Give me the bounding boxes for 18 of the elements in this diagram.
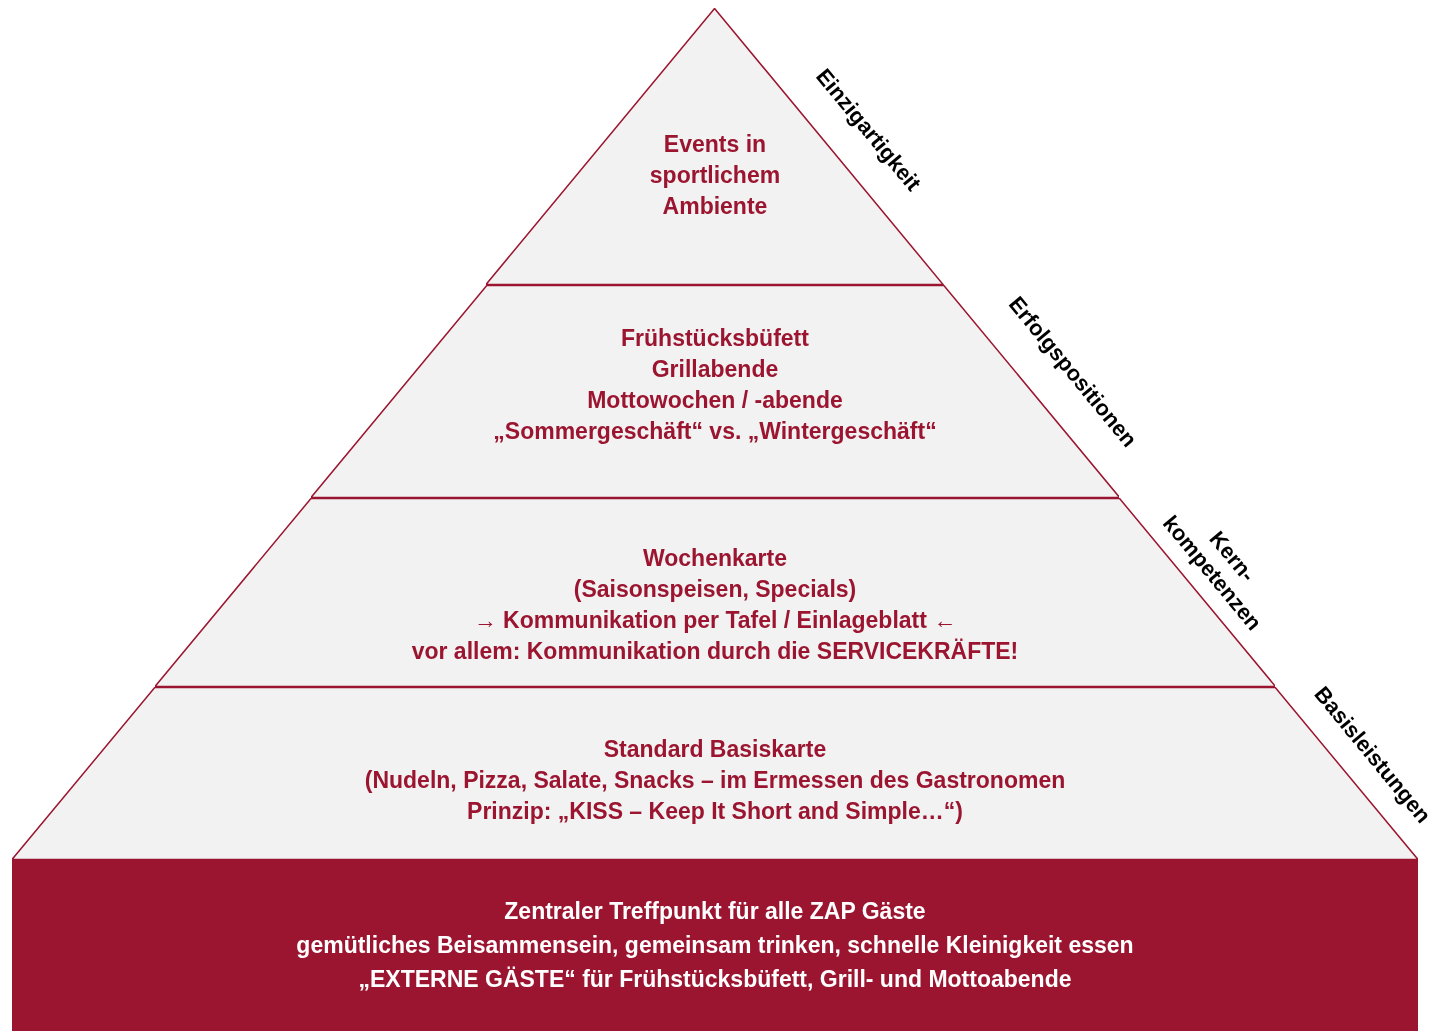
layer-text: Standard Basiskarte [603, 734, 827, 764]
pyramid-layer [154, 498, 1276, 687]
layer-text: Mottowochen / -abende [587, 386, 843, 415]
layer-text: „Sommergeschäft“ vs. „Wintergeschäft“ [493, 417, 937, 446]
layer-text: (Saisonspeisen, Specials) [573, 575, 857, 604]
layer-text: Wochenkarte [642, 544, 787, 573]
layer-text: Frühstücksbüfett [621, 324, 809, 353]
layer-text: „EXTERNE GÄSTE“ für Frühstücksbüfett, Grill- und Mottoabende [358, 965, 1072, 994]
layer-text: gemütliches Beisammensein, gemeinsam trinken, schnelle Kleinigkeit essen [296, 931, 1134, 960]
layer-text: → Kommunikation per Tafel / Einlageblatt ← [473, 606, 957, 635]
layer-text: Events in sportlichem Ambiente [648, 129, 782, 221]
layer-text: Grillabende [651, 355, 779, 384]
layer-text: vor allem: Kommunikation durch die SERVICEKRÄFTE! [411, 637, 1019, 666]
pyramid-tip [486, 8, 944, 285]
foundation-band [12, 860, 1418, 1031]
layer-text: (Nudeln, Pizza, Salate, Snacks – im Ermessen des Gastronomen [364, 765, 1066, 795]
layer-text: Zentraler Treffpunkt für alle ZAP Gäste [504, 897, 926, 926]
layer-text: Prinzip: „KISS – Keep It Short and Simple…“) [467, 796, 963, 826]
